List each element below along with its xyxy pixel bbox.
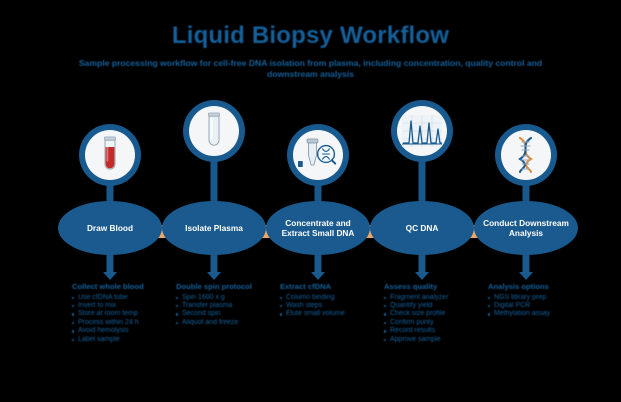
step-label-bubble-downstream-analysis[interactable]: Conduct Downstream Analysis bbox=[474, 201, 578, 255]
drop-stem bbox=[106, 250, 114, 274]
list-item: Invert to mix bbox=[72, 302, 176, 310]
drop-stem bbox=[418, 250, 426, 274]
notes-list: Spin 1600 x g Transfer plasma Second spi… bbox=[176, 294, 280, 328]
notes-list: Fragment analyzer Quantify yield Check s… bbox=[384, 294, 488, 344]
pin-stem bbox=[418, 156, 426, 226]
notes-list: Use cfDNA tube Invert to mix Store at ro… bbox=[72, 294, 176, 344]
notes-concentrate-extract: Extract cfDNA Column binding Wash steps … bbox=[280, 282, 384, 319]
step-label-bubble-qc-dna[interactable]: QC DNA bbox=[370, 201, 474, 255]
drop-stem bbox=[314, 250, 322, 274]
list-item: Aliquot and freeze bbox=[176, 319, 280, 327]
list-item: Second spin bbox=[176, 310, 280, 318]
list-item: Fragment analyzer bbox=[384, 294, 488, 302]
pin-qc-dna bbox=[391, 100, 453, 162]
page-subtitle: Sample processing workflow for cell-free… bbox=[78, 58, 543, 79]
notes-list: Column binding Wash steps Elute small vo… bbox=[280, 294, 384, 319]
step-label: Draw Blood bbox=[86, 222, 134, 233]
list-item: Store at room temp bbox=[72, 310, 176, 318]
list-item: Label sample bbox=[72, 336, 176, 344]
pin-downstream-analysis bbox=[495, 124, 557, 186]
notes-heading: Analysis options bbox=[488, 282, 549, 291]
step-label: Isolate Plasma bbox=[185, 222, 243, 233]
step-label: Conduct Downstream Analysis bbox=[483, 217, 569, 239]
drop-stem bbox=[210, 250, 218, 274]
list-item: Quantify yield bbox=[384, 302, 488, 310]
notes-downstream-analysis: Analysis options NGS library prep Digita… bbox=[488, 282, 592, 319]
electropherogram-icon bbox=[400, 113, 444, 149]
list-item: Column binding bbox=[280, 294, 384, 302]
step-label: QC DNA bbox=[405, 222, 439, 233]
dna-helix-icon bbox=[509, 135, 543, 175]
notes-draw-blood: Collect whole blood Use cfDNA tube Inver… bbox=[72, 282, 176, 344]
notes-heading: Double spin protocol bbox=[176, 282, 252, 291]
drop-tip bbox=[519, 272, 533, 280]
list-item: Methylation assay bbox=[488, 310, 592, 318]
list-item: NGS library prep bbox=[488, 294, 592, 302]
blood-collection-tube-icon bbox=[93, 135, 127, 175]
pin-stem bbox=[210, 156, 218, 226]
pin-concentrate-extract bbox=[287, 124, 349, 186]
drop-tip bbox=[207, 272, 221, 280]
list-item: Spin 1600 x g bbox=[176, 294, 280, 302]
list-item: Approve sample bbox=[384, 336, 488, 344]
step-label: Concentrate and Extract Small DNA bbox=[281, 217, 355, 239]
notes-list: NGS library prep Digital PCR Methylation… bbox=[488, 294, 592, 319]
notes-isolate-plasma: Double spin protocol Spin 1600 x g Trans… bbox=[176, 282, 280, 328]
list-item: Elute small volume bbox=[280, 310, 384, 318]
drop-tip bbox=[415, 272, 429, 280]
clear-test-tube-icon bbox=[197, 111, 231, 151]
drop-stem bbox=[522, 250, 530, 274]
list-item: Digital PCR bbox=[488, 302, 592, 310]
notes-heading: Collect whole blood bbox=[72, 282, 144, 291]
list-item: Transfer plasma bbox=[176, 302, 280, 310]
list-item: Confirm purity bbox=[384, 319, 488, 327]
list-item: Wash steps bbox=[280, 302, 384, 310]
drop-tip bbox=[103, 272, 117, 280]
notes-heading: Assess quality bbox=[384, 282, 438, 291]
pipette-dna-magnifier-icon bbox=[298, 135, 338, 175]
step-label-bubble-concentrate-extract[interactable]: Concentrate and Extract Small DNA bbox=[266, 201, 370, 255]
notes-heading: Extract cfDNA bbox=[280, 282, 332, 291]
list-item: Process within 24 h bbox=[72, 319, 176, 327]
drop-tip bbox=[311, 272, 325, 280]
pin-draw-blood bbox=[79, 124, 141, 186]
list-item: Record results bbox=[384, 327, 488, 335]
list-item: Avoid hemolysis bbox=[72, 327, 176, 335]
step-label-bubble-isolate-plasma[interactable]: Isolate Plasma bbox=[162, 201, 266, 255]
pin-isolate-plasma bbox=[183, 100, 245, 162]
notes-qc-dna: Assess quality Fragment analyzer Quantif… bbox=[384, 282, 488, 344]
list-item: Check size profile bbox=[384, 310, 488, 318]
list-item: Use cfDNA tube bbox=[72, 294, 176, 302]
step-label-bubble-draw-blood[interactable]: Draw Blood bbox=[58, 201, 162, 255]
page-title: Liquid Biopsy Workflow bbox=[171, 22, 450, 49]
